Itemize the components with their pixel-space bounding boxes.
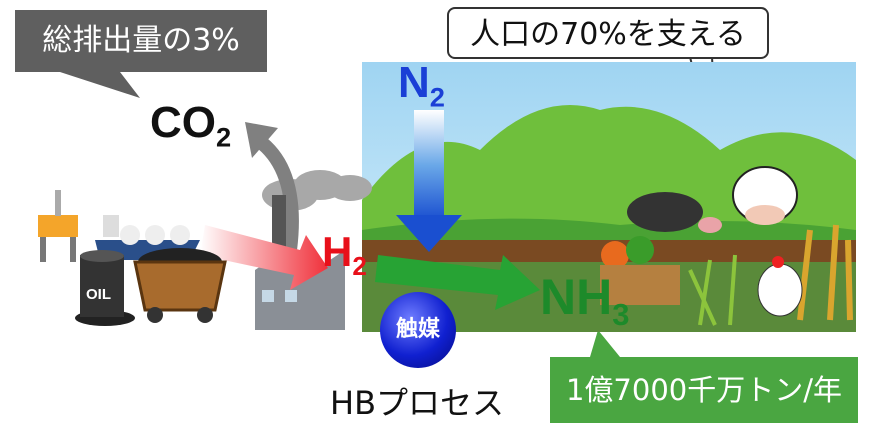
n2-main: N — [398, 58, 430, 107]
nh3-main: NH — [540, 269, 613, 325]
chicken-icon — [757, 256, 803, 317]
h2-label: H2 — [322, 228, 367, 282]
production-callout-tail — [590, 330, 620, 357]
catalyst-ball: 触媒 — [380, 292, 456, 368]
production-callout: 1億7000千万トン/年 — [550, 357, 858, 423]
oil-barrel-icon — [75, 250, 135, 326]
nh3-label: NH3 — [540, 268, 629, 333]
wheat-icon — [797, 224, 853, 321]
emissions-callout-tail — [60, 72, 140, 98]
oil-rig-icon — [38, 190, 78, 262]
pig-icon — [627, 192, 722, 233]
h2-main: H — [322, 228, 353, 275]
co2-arrow — [253, 134, 299, 251]
coal-cart-icon — [133, 248, 227, 323]
emissions-callout: 総排出量の3% — [15, 10, 267, 72]
cow-icon — [732, 166, 798, 225]
co2-label: CO2 — [150, 98, 231, 154]
co2-main: CO — [150, 98, 216, 147]
co2-sub: 2 — [216, 121, 232, 153]
barrel-label: OIL — [86, 286, 111, 303]
n2-sub: 2 — [429, 81, 445, 113]
h2-sub: 2 — [352, 251, 367, 282]
vegetables-icon — [600, 236, 680, 305]
n2-label: N2 — [398, 58, 445, 114]
population-callout: 人口の70%を支える — [447, 7, 769, 59]
nh3-arrow — [375, 255, 540, 310]
process-label: HBプロセス — [330, 384, 505, 422]
nh3-sub: 3 — [612, 296, 630, 332]
h2-input-arrow — [200, 225, 328, 290]
n2-arrow — [414, 110, 444, 220]
rice-plant-icon — [688, 254, 737, 326]
